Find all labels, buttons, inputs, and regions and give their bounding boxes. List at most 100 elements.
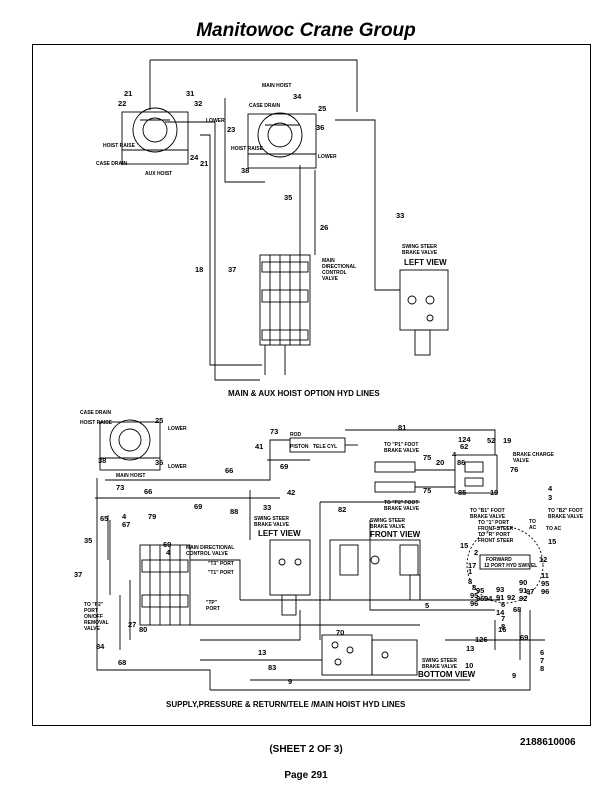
callout-number: 75: [423, 486, 431, 495]
callout-number: 79: [148, 512, 156, 521]
callout-number: 4: [166, 548, 171, 557]
callout-number: 15: [548, 537, 556, 546]
callout-number: 33: [396, 211, 404, 220]
label-to-p2-port-1: TO "P2": [84, 602, 104, 608]
callout-number: 24: [190, 153, 199, 162]
callout-number: 92: [507, 593, 515, 602]
label-main-hoist-bottom: MAIN HOIST: [116, 473, 145, 479]
label-to-1-port-1: TO "1" PORT: [478, 520, 509, 526]
label-to-b2-2: BRAKE VALVE: [548, 514, 584, 520]
label-to-p2-1: TO "P2" FOOT: [384, 500, 418, 506]
callout-number: 95: [541, 579, 549, 588]
callout-number: 6: [540, 648, 544, 657]
callout-number: 13: [466, 644, 474, 653]
callout-number: 16: [498, 625, 506, 634]
bottom-section-caption: SUPPLY,PRESSURE & RETURN/TELE /MAIN HOIS…: [166, 700, 406, 709]
callout-number: 32: [194, 99, 202, 108]
label-lower-main: LOWER: [318, 154, 337, 160]
label-ssbv-front-1: SWING STEER: [370, 518, 405, 524]
main-hoist-drawing: [247, 112, 317, 169]
label-case-drain: CASE DRAIN: [80, 410, 112, 416]
callout-number: 7: [540, 656, 544, 665]
callout-number: 80: [139, 625, 147, 634]
drawing-number: 2188610006: [520, 737, 576, 748]
tele-cylinder: [289, 437, 358, 453]
label-case-drain-aux: CASE DRAIN: [96, 161, 128, 167]
label-tele-cyl: TELE CYL: [313, 444, 337, 450]
callout-number: 18: [195, 265, 203, 274]
label-ssbv-left-2: BRAKE VALVE: [254, 522, 290, 528]
label-lower-1: LOWER: [168, 426, 187, 432]
callout-number: 85: [458, 488, 466, 497]
callout-number: 1: [468, 567, 472, 576]
callout-number: 13: [258, 648, 266, 657]
brake-charge-valve: [454, 454, 498, 494]
callout-number: 95: [470, 591, 478, 600]
callout-number: 8: [468, 577, 472, 586]
callout-number: 8: [501, 622, 505, 631]
sheet-label: (SHEET 2 OF 3): [269, 744, 343, 755]
label-hoist-raise-aux: HOIST RAISE: [103, 143, 136, 149]
label-case-drain-main: CASE DRAIN: [249, 103, 281, 109]
callout-number: 88: [230, 507, 238, 516]
label-ssbv-front-2: BRAKE VALVE: [370, 524, 406, 530]
callout-number: 37: [74, 570, 82, 579]
callout-number: 68: [513, 605, 521, 614]
label-to-p2-port-5: VALVE: [84, 626, 101, 632]
label-ssbv-left-3: LEFT VIEW: [258, 529, 301, 538]
callout-number: 41: [255, 442, 263, 451]
callout-number: 12: [539, 555, 547, 564]
label-to-p2-port-3: ON/OFF: [84, 614, 103, 620]
callout-number: 36: [316, 123, 324, 132]
label-aux-hoist: AUX HOIST: [145, 171, 172, 177]
label-lower-aux: LOWER: [206, 118, 225, 124]
label-tp-port-1: "TP": [206, 600, 218, 606]
callout-number: 31: [186, 89, 194, 98]
callout-number: 8: [540, 664, 544, 673]
label-ssbv-left-1: SWING STEER: [254, 516, 289, 522]
callout-number: 8: [472, 583, 476, 592]
bottom-section-labels: CASE DRAIN HOIST RAISE LOWER LOWER MAIN …: [80, 410, 584, 679]
callout-number: 69: [194, 502, 202, 511]
top-section-labels: MAIN HOIST CASE DRAIN LOWER HOIST RAISE …: [96, 83, 447, 282]
label-to-ac-3: TO AC: [546, 526, 562, 532]
label-to-r-port-2: FRONT STEER: [478, 538, 514, 544]
page-header: Manitowoc Crane Group: [196, 20, 416, 41]
callout-number: 3: [548, 493, 552, 502]
callout-number: 22: [118, 99, 126, 108]
callout-number: 25: [318, 104, 326, 113]
callout-number: 84: [96, 642, 105, 651]
callout-number: 94: [484, 594, 493, 603]
callout-number: 26: [320, 223, 328, 232]
callout-number: 4: [548, 484, 553, 493]
label-piston: PISTON: [290, 444, 309, 450]
callout-number: 23: [227, 125, 235, 134]
callout-number: 95: [476, 586, 484, 595]
callout-number: 4: [122, 512, 127, 521]
label-mdcv-1: MAIN: [322, 258, 335, 264]
top-section-caption: MAIN & AUX HOIST OPTION HYD LINES: [228, 389, 380, 398]
callout-number: 38: [241, 166, 249, 175]
callout-number: 67: [122, 520, 130, 529]
label-main-hoist: MAIN HOIST: [262, 83, 291, 89]
callout-number: 37: [228, 265, 236, 274]
callout-number: 17: [468, 561, 476, 570]
callout-number: 68: [118, 658, 126, 667]
callout-number: 11: [541, 571, 549, 580]
callout-number: 2: [474, 548, 478, 557]
label-lower-2: LOWER: [168, 464, 187, 470]
label-to-b1-1: TO "B1" FOOT: [470, 508, 505, 514]
callout-number: 96: [541, 587, 549, 596]
callout-number: 69: [163, 540, 171, 549]
label-to-p2-port-4: REMOVAL: [84, 620, 109, 626]
swing-steer-brake-valve-top: [399, 269, 449, 356]
label-t3-port: "T3" PORT: [208, 561, 234, 567]
diagram-frame: [32, 44, 591, 726]
callout-number: 81: [398, 423, 406, 432]
top-section-numbers: 21 22 31 32 24 21 23 34 25 36 38 35 26 3…: [118, 89, 404, 274]
callout-number: 21: [124, 89, 132, 98]
label-to-ac-1: TO: [529, 519, 536, 525]
hyd-swivel: [466, 526, 544, 604]
swing-steer-brake-valve-left-bottom: [269, 539, 311, 616]
callout-number: 35: [84, 536, 92, 545]
